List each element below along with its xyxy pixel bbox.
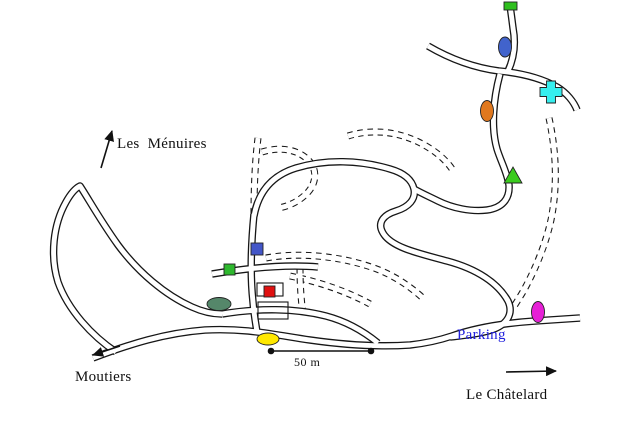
scale-bar-dot: [367, 347, 375, 355]
les-menuires-arrow-icon: [100, 130, 114, 169]
orange-ellipse-marker: [480, 100, 494, 122]
blue-ellipse-marker: [498, 36, 512, 58]
magenta-ellipse-marker: [531, 301, 545, 323]
red-square-marker: [263, 285, 276, 298]
poi-markers: [206, 1, 563, 346]
direction-arrows: [92, 130, 557, 377]
yellow-ellipse-marker: [256, 332, 280, 346]
dashed-tracks: [254, 118, 555, 314]
building-outline: [257, 301, 289, 320]
parking-label: Parking: [457, 327, 506, 343]
scale-bar-dot: [267, 347, 275, 355]
green-rect-top-marker: [503, 1, 518, 11]
scale-bar: [267, 347, 375, 355]
cyan-cross-marker: [539, 80, 563, 104]
le-chatelard-label: Le Châtelard: [466, 387, 548, 403]
le-chatelard-arrow-icon: [505, 366, 557, 377]
darkgreen-ellipse-marker: [206, 297, 232, 311]
green-triangle-marker: [503, 166, 523, 184]
blue-square-marker: [250, 242, 264, 256]
green-square-marker: [223, 263, 236, 276]
moutiers-label: Moutiers: [75, 369, 132, 385]
moutiers-arrow-icon: [92, 345, 121, 357]
les-menuires-label: Les Ménuires: [117, 136, 207, 152]
scale-label: 50 m: [294, 355, 321, 369]
